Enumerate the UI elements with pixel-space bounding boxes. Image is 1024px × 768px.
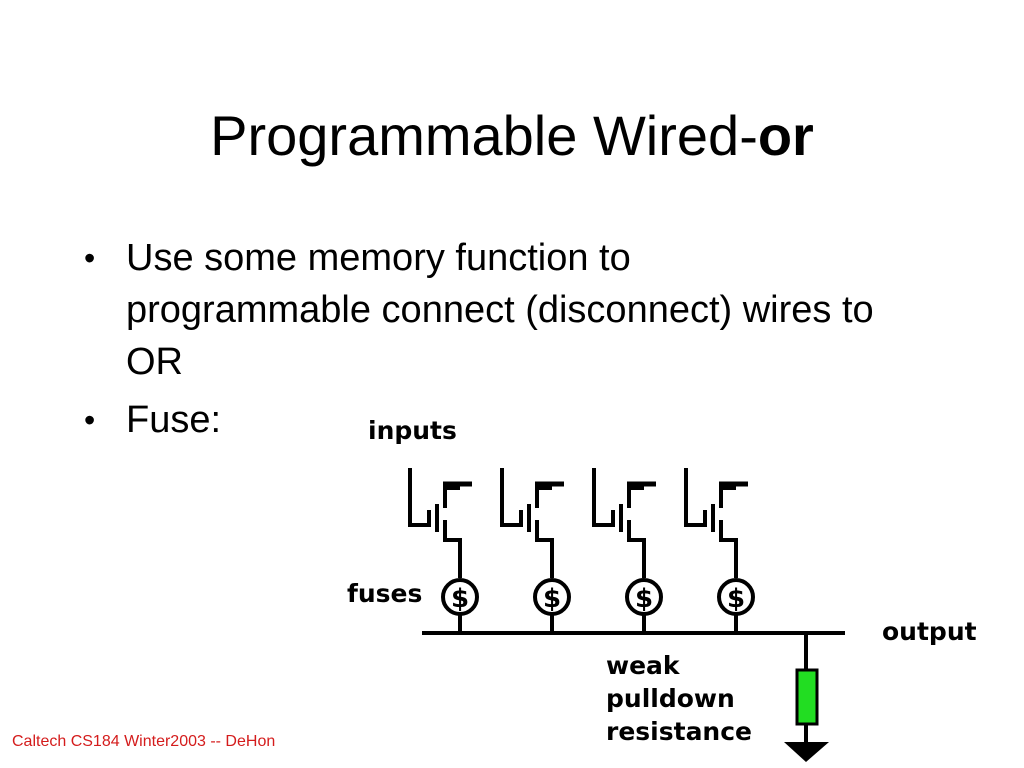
resistance-label-line1: weak [606, 651, 681, 680]
title-main: Programmable Wired- [210, 104, 758, 167]
fuses-label: fuses [347, 579, 422, 608]
pulldown-resistor [795, 668, 819, 726]
bullet-list: • Use some memory function to programmab… [84, 232, 884, 452]
transistor-source [535, 520, 554, 578]
bullet-item: • Use some memory function to programmab… [84, 232, 884, 388]
bullet-text: Fuse: [126, 399, 222, 441]
fuse-symbol: $ [635, 584, 653, 614]
transistor-drain [627, 486, 644, 508]
transistor-source [627, 520, 646, 578]
output-label: output [882, 617, 977, 646]
title-bold: or [757, 104, 814, 167]
input-gate-wire [684, 468, 707, 527]
slide-title: Programmable Wired-or [0, 96, 1024, 176]
bullet-dot: • [84, 240, 96, 276]
transistor-drain [535, 486, 552, 508]
ground-icon [784, 742, 829, 762]
transistor-drain [719, 486, 736, 508]
input-gate-wire [500, 468, 523, 527]
bullet-dot: • [84, 402, 96, 438]
transistor-source [719, 520, 738, 578]
fuse-symbol: $ [727, 584, 745, 614]
fuse-row: $ $ $ $ [441, 578, 755, 633]
bullet-text: Use some memory function to programmable… [126, 237, 874, 383]
input-gate-wire [592, 468, 615, 527]
fuse-symbol: $ [543, 584, 561, 614]
resistance-label-line2: pulldown [606, 684, 735, 713]
bullet-item: • Fuse: [84, 394, 884, 446]
input-gate-wire [408, 468, 431, 527]
fuse-symbol: $ [451, 584, 469, 614]
inputs-label: inputs [368, 416, 457, 445]
footer-credit: Caltech CS184 Winter2003 -- DeHon [12, 733, 276, 750]
transistor-source [443, 520, 462, 578]
resistance-label-line3: resistance [606, 717, 752, 746]
transistor-drain [443, 486, 460, 508]
input-transistors [408, 468, 748, 578]
